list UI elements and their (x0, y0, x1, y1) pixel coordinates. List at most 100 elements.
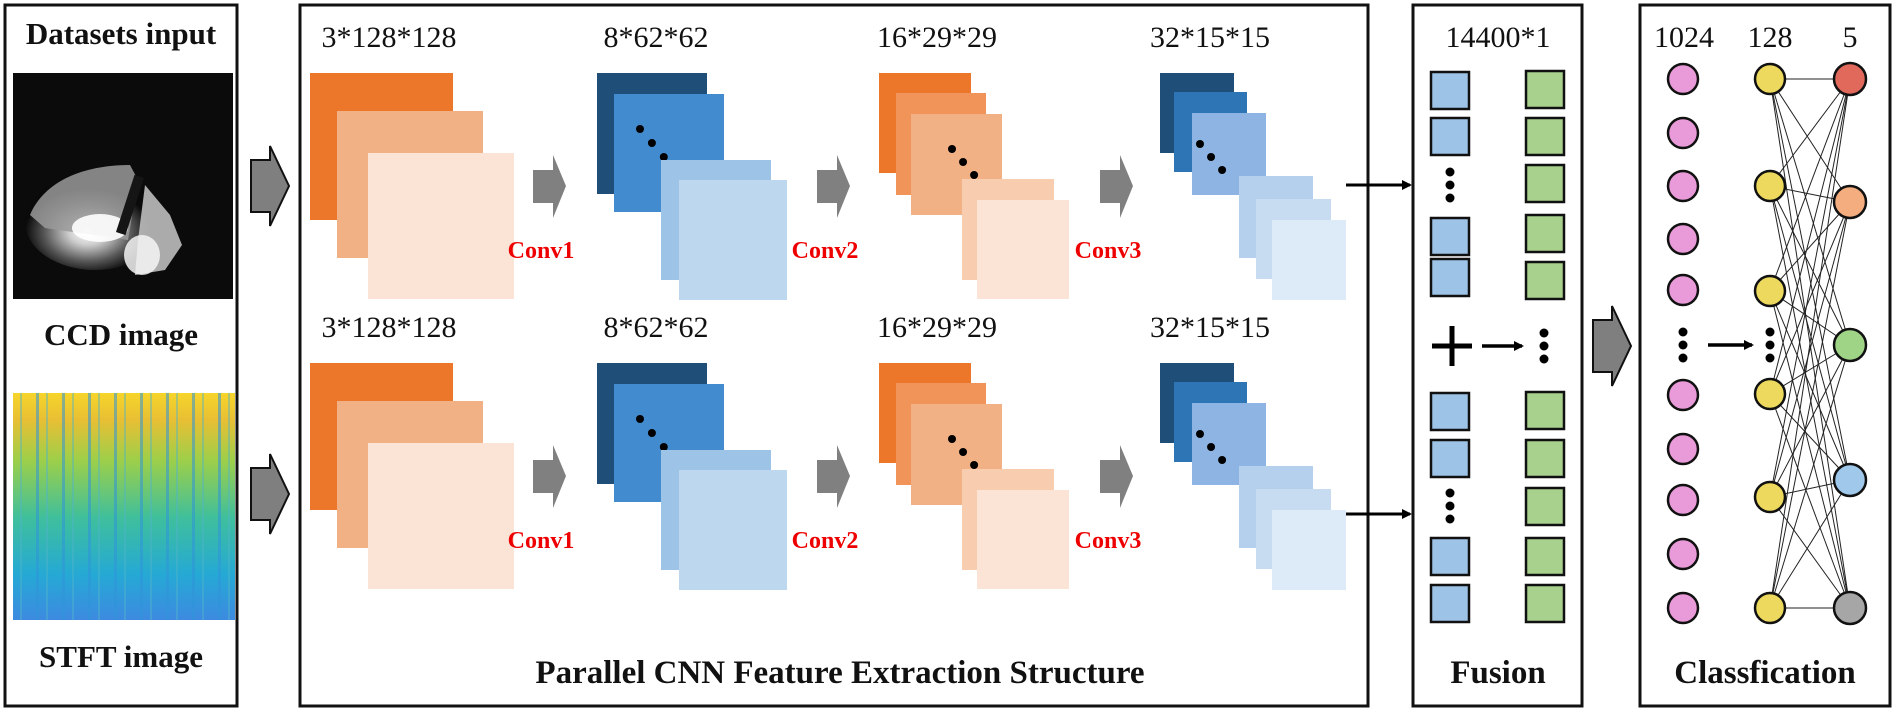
hidden-neuron (1753, 377, 1787, 411)
conv-layer-label: Conv1 (508, 238, 575, 264)
ccd-feature-cell (1429, 70, 1471, 111)
ellipsis-dot (1539, 354, 1549, 364)
feature-map (1272, 510, 1346, 590)
network-edge (1769, 201, 1851, 609)
input-neuron (1666, 222, 1700, 256)
layer-size-label: 128 (1748, 21, 1793, 54)
feature-map (679, 180, 787, 300)
ellipsis-dot (1218, 456, 1227, 464)
network-edge (1769, 201, 1851, 498)
ellipsis-dot (659, 153, 668, 161)
ccd-feature-cell (1429, 257, 1471, 298)
network-edge (1769, 78, 1851, 498)
ellipsis-dot (959, 158, 968, 166)
fused-feature-cell (1524, 163, 1566, 204)
network-edge (1769, 496, 1851, 609)
ellipsis-dot (1218, 166, 1227, 174)
input-neuron (1666, 483, 1700, 517)
fused-feature-cell (1524, 260, 1566, 301)
network-edge (1769, 78, 1851, 346)
fusion-panel-title: Fusion (1450, 655, 1545, 691)
network-edge (1769, 78, 1851, 203)
input-to-cnn-arrows (250, 145, 291, 535)
ellipsis-dot (1445, 514, 1455, 524)
ellipsis-dot (970, 171, 979, 179)
ccd-feature-cell (1429, 391, 1471, 432)
network-edge (1769, 201, 1851, 292)
ellipsis-dot (659, 443, 668, 451)
ccd-feature-cell (1429, 116, 1471, 157)
input-neuron (1666, 116, 1700, 150)
input-channel-map (368, 153, 514, 299)
arrow-right-icon (533, 445, 566, 508)
ellipsis-dot (948, 145, 956, 153)
input-neuron (1666, 537, 1700, 571)
output-neuron (1832, 327, 1868, 363)
ellipsis-dot (636, 125, 644, 133)
fused-feature-cell (1524, 390, 1566, 431)
ellipsis-dot (1445, 167, 1455, 177)
output-neuron (1832, 462, 1868, 498)
layer-size-label: 5 (1843, 21, 1858, 54)
layer-size-label: 1024 (1654, 21, 1714, 54)
conv-layer-label: Conv1 (508, 528, 575, 554)
feature-map (1272, 220, 1346, 300)
ellipsis-dot (1678, 340, 1688, 350)
ellipsis-dot (1207, 443, 1216, 451)
input-neuron (1666, 273, 1700, 307)
fused-feature-cell (1524, 536, 1566, 577)
feature-map-dims: 32*15*15 (1150, 311, 1270, 344)
fusion-vector-dims: 14400*1 (1446, 21, 1551, 54)
fused-feature-cell (1524, 213, 1566, 254)
hidden-neuron (1753, 591, 1787, 625)
input-channel-map (368, 443, 514, 589)
feature-map-dims: 8*62*62 (604, 311, 709, 344)
feature-map-dims: 16*29*29 (877, 21, 997, 54)
stft-image (13, 393, 235, 620)
network-edge (1769, 201, 1851, 395)
fused-feature-cell (1524, 69, 1566, 110)
network-edge (1769, 393, 1851, 481)
ellipsis-dot (1445, 193, 1455, 203)
hidden-neuron (1753, 169, 1787, 203)
ellipsis-dot (1207, 153, 1216, 161)
network-edge (1769, 479, 1851, 609)
arrow-right-icon (817, 445, 850, 508)
network-edge (1769, 78, 1851, 187)
input-neuron (1666, 591, 1700, 625)
feature-map (679, 470, 787, 590)
input-neuron (1666, 62, 1700, 96)
ellipsis-dot (1445, 501, 1455, 511)
stft-image-label: STFT image (39, 639, 203, 674)
hidden-neuron (1753, 274, 1787, 308)
feature-map-dims: 16*29*29 (877, 311, 997, 344)
ellipsis-dot (1678, 353, 1688, 363)
arrow-right-icon (533, 155, 566, 218)
input-neuron (1666, 378, 1700, 412)
network-edge (1769, 78, 1851, 395)
output-neuron (1832, 590, 1868, 626)
hidden-neuron (1753, 62, 1787, 96)
ellipsis-dot (1539, 328, 1549, 338)
ccd-feature-cell (1429, 583, 1471, 624)
network-edge (1769, 344, 1851, 498)
fused-feature-cell (1524, 116, 1566, 157)
arrow-right-icon (1100, 445, 1133, 508)
feature-map-dims: 3*128*128 (322, 311, 457, 344)
network-edge (1769, 78, 1851, 609)
arrow-right-icon (1592, 305, 1633, 387)
cnn-panel-title: Parallel CNN Feature Extraction Structur… (535, 655, 1144, 691)
ellipsis-dot (647, 139, 656, 147)
output-neuron (1832, 61, 1868, 97)
hidden-neuron (1753, 480, 1787, 514)
feature-map-dims: 8*62*62 (604, 21, 709, 54)
ellipsis-dot (1765, 327, 1775, 337)
ccd-feature-cell (1429, 216, 1471, 257)
feature-map-dims: 32*15*15 (1150, 21, 1270, 54)
network-edge (1769, 344, 1851, 609)
ellipsis-dot (948, 435, 956, 443)
input-neuron (1666, 432, 1700, 466)
fusion-panel: 14400*1 Fusion (1411, 3, 1584, 708)
network-edge (1769, 185, 1851, 481)
